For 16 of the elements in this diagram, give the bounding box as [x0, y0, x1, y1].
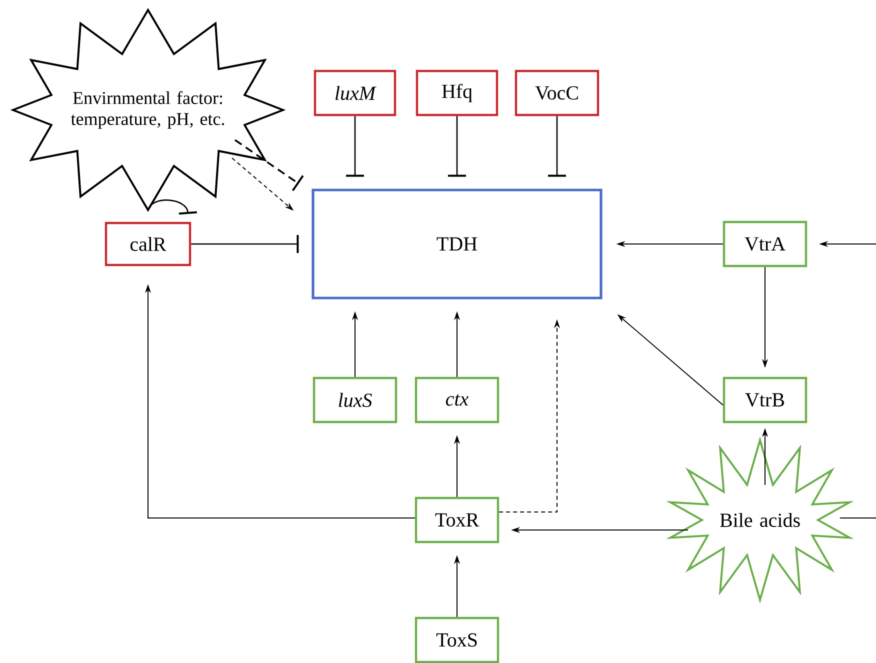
inhibition-line [448, 116, 466, 177]
target-box: TDH [312, 188, 602, 300]
gene-box: ctx [414, 376, 500, 424]
inhibition-line [548, 116, 566, 177]
gene-box: VocC [514, 70, 600, 116]
gene-box: VtrA [722, 220, 808, 268]
inhibition-line [191, 235, 299, 253]
inhibition-line [147, 200, 197, 215]
gene-box: luxM [314, 70, 396, 116]
gene-box: luxS [312, 376, 398, 424]
inhibition-line [346, 116, 364, 177]
gene-box: VtrB [722, 376, 808, 424]
gene-box: ToxS [414, 616, 500, 663]
gene-box: calR [104, 222, 192, 266]
gene-box: Hfq [416, 70, 498, 116]
gene-box: ToxR [414, 496, 500, 544]
